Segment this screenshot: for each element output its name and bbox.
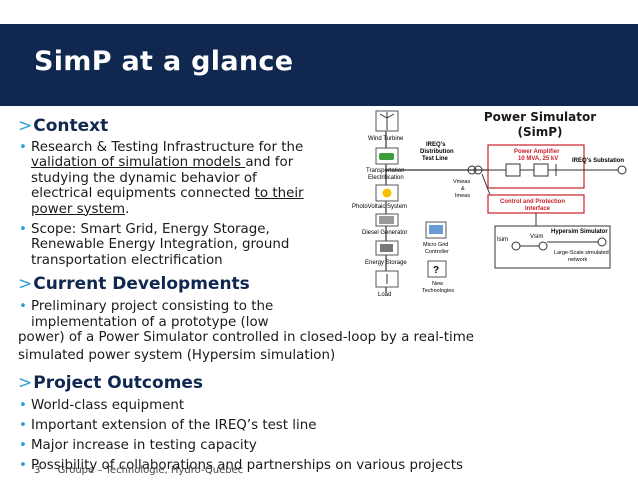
current-bullet-1: Preliminary project consisting to the im… [18, 299, 618, 367]
context-heading: >Context [18, 116, 109, 136]
sun-icon [375, 184, 399, 202]
outcome-item: Important extension of the IREQ’s test l… [18, 418, 618, 434]
dist-label-2: Distribution [420, 149, 454, 155]
footer-text: Groupe – Technologie, Hydro-Québec [57, 465, 244, 476]
context-bullet-2: Scope: Smart Grid, Energy Storage, Renew… [18, 222, 618, 268]
generator-icon [375, 213, 399, 227]
wind-turbine-icon [375, 110, 399, 132]
arrow-icon: > [18, 274, 33, 295]
control-label-2: Interface [525, 206, 551, 212]
control-label-1: Control and Protection [500, 199, 565, 205]
substation-label: IREQ's Substation [572, 158, 624, 164]
battery-icon [375, 240, 399, 256]
slide-body: >Context Research & Testing Infrastructu… [18, 116, 618, 474]
pv-label: PhotoVoltaic System [352, 204, 407, 210]
question-icon [427, 260, 447, 278]
current-heading: >Current Developments [18, 274, 250, 295]
page-number: 3 [34, 465, 41, 476]
microgrid-label-1: Micro Grid [423, 242, 448, 248]
hypersim-box [494, 225, 611, 269]
arrow-icon: > [18, 116, 33, 136]
footer: 3 Groupe – Technologie, Hydro-Québec [34, 465, 243, 476]
outcomes-heading: >Project Outcomes [18, 373, 204, 394]
outcome-item: World-class equipment [18, 398, 618, 414]
isim-label: Isim [497, 237, 508, 243]
slide-title: SimP at a glance [34, 46, 294, 77]
amp-label-2: 10 MVA, 25 kV [518, 156, 558, 162]
vmeas-label-2: & [461, 186, 465, 192]
newtech-label-1: New [432, 281, 443, 287]
network-label-2: network [568, 257, 588, 263]
title-banner: SimP at a glance [0, 24, 638, 106]
amp-label-1: Power Amplifier [514, 149, 560, 155]
vmeas-label: Vmeas [453, 179, 470, 185]
hypersim-label: Hypersim Simulator [551, 229, 608, 235]
transport-label-2: Electrification [368, 175, 404, 181]
dist-label-3: Test Line [422, 156, 449, 162]
converter-icon [505, 163, 521, 177]
wind-label: Wind Turbine [368, 136, 404, 142]
load-label: Load [378, 292, 391, 298]
microgrid-label-2: Controller [425, 249, 449, 255]
unknown-label: ? [433, 265, 439, 276]
arrow-icon: > [18, 373, 33, 394]
simp-diagram: Wind Turbine Transportation Electrificat… [352, 110, 627, 298]
dist-label-1: IREQ's [426, 142, 446, 148]
newtech-label-2: Technologies [422, 288, 454, 294]
outcome-item: Possibility of collaborations and partne… [18, 458, 618, 474]
car-icon [375, 147, 399, 165]
vsim-label: Vsim [530, 234, 543, 240]
transformer-icon [467, 165, 483, 175]
load-icon [375, 270, 399, 288]
storage-label: Energy Storage [365, 260, 407, 266]
vmeas-label-3: Imeas [455, 193, 470, 199]
source-icon [617, 165, 627, 175]
diagram-title: Power Simulator (SimP) [483, 110, 597, 139]
converter-icon [533, 163, 549, 177]
network-label-1: Large-Scale simulated [554, 250, 609, 256]
transport-label-1: Transportation [366, 168, 404, 174]
context-bullet-1: Research & Testing Infrastructure for th… [18, 140, 618, 217]
diesel-label: Diesel Generator [362, 230, 407, 236]
outcome-item: Major increase in testing capacity [18, 438, 618, 454]
network-source-icon [597, 237, 607, 247]
screen-icon [429, 225, 443, 234]
